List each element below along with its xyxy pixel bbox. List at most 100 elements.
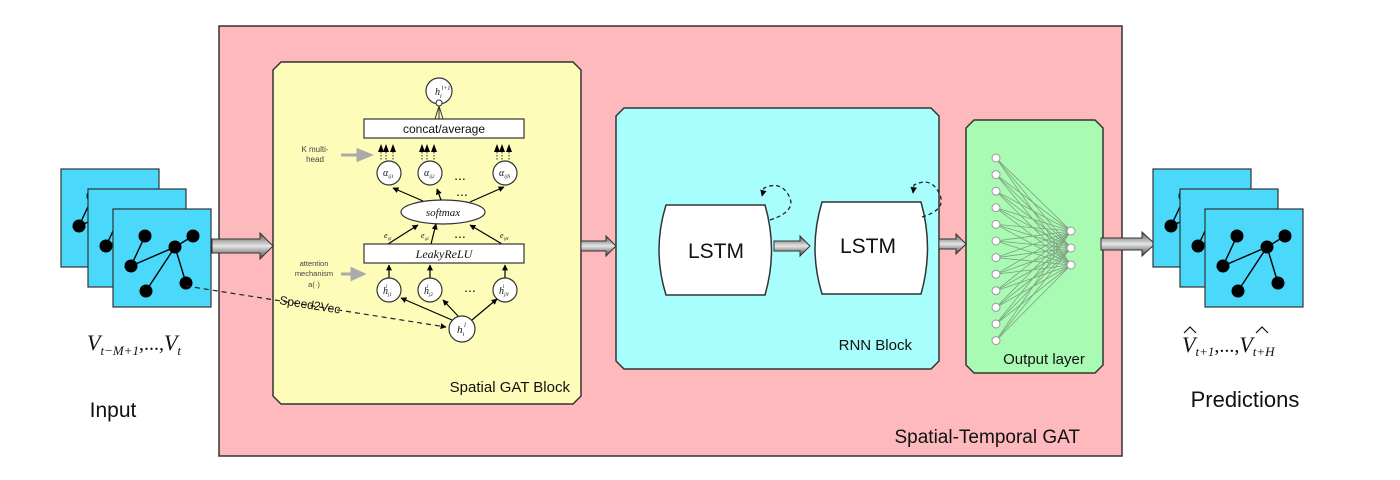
nn-connection: [995, 230, 1072, 292]
attention-label-line1: attention: [300, 259, 329, 268]
nn-input-neuron: [991, 319, 1001, 329]
input-graph-stack: [60, 168, 212, 308]
svg-text:Vt+1,...,Vt+H: Vt+1,...,Vt+H: [1182, 332, 1275, 359]
softmax-to-alpha-1: [392, 187, 424, 202]
svg-text:hil: hil: [457, 323, 466, 338]
svg-text:hj2l: hj2l: [424, 285, 433, 298]
nn-input-neuron: [991, 336, 1001, 346]
head-arrow-triangle: [390, 144, 396, 152]
output-layer-label: Output layer: [1003, 351, 1085, 368]
attention-label-line3: a(·): [308, 280, 320, 289]
arrow-input-to-gat: [211, 231, 274, 261]
input-graph-frame-3: [112, 208, 212, 308]
svg-text:αij1: αij1: [383, 168, 394, 180]
input-graph-edge: [145, 246, 176, 292]
nn-connection: [995, 230, 1072, 242]
head-arrow-triangle: [383, 144, 389, 152]
edge-en-arrow: [469, 224, 503, 245]
neighbor-ellipsis: ...: [464, 279, 476, 295]
softmax-node: [400, 199, 486, 225]
center-node-h-i: [448, 315, 476, 343]
output-layer-network: [991, 153, 1076, 346]
svg-text:hjNl: hjNl: [499, 285, 509, 298]
svg-text:αij2: αij2: [424, 168, 435, 180]
predictions-formula: Vt+1,...,Vt+H: [1182, 326, 1275, 359]
output-layer-block: [965, 119, 1104, 374]
rnn-block-label: RNN Block: [839, 337, 913, 354]
input-graph-edge: [130, 246, 176, 267]
lstm-2-recurrent-loop: [910, 181, 942, 218]
nn-input-neuron: [991, 269, 1001, 279]
nn-input-neuron: [991, 170, 1001, 180]
neighbor-node-2: hj2l: [417, 264, 443, 303]
head-arrow-triangle: [424, 144, 430, 152]
nn-input-neuron: [991, 236, 1001, 246]
concat-average-label: concat/average: [403, 122, 485, 136]
alpha-ellipsis: ...: [454, 167, 466, 183]
leaky-relu-label: LeakyReLU: [415, 247, 474, 261]
leaky-relu-box: [363, 243, 525, 264]
softmax-to-alpha-2: [436, 188, 442, 201]
nn-connection: [995, 207, 1072, 232]
speed2vec-dashed-link: [185, 285, 447, 330]
softmax-label: softmax: [426, 207, 460, 219]
hat-2: [1255, 326, 1269, 334]
hat-1: [1183, 326, 1197, 334]
prediction-graph-stack: [1152, 168, 1304, 308]
nn-input-neuron: [991, 253, 1001, 263]
arrow-lstm-to-lstm: [773, 234, 811, 258]
prediction-graph-node: [1231, 284, 1245, 298]
nn-input-neuron: [991, 186, 1001, 196]
input-graph-node: [179, 276, 193, 290]
lstm-cell-2: [814, 201, 929, 295]
prediction-frame-rect: [1204, 208, 1304, 308]
center-to-neighbor-n: [471, 298, 498, 321]
nn-input-neuron: [991, 203, 1001, 213]
nn-connection: [995, 230, 1072, 325]
input-graph-node: [99, 239, 113, 253]
neighbor-node-3: hjNl: [492, 264, 518, 303]
head-arrow-triangle: [494, 144, 500, 152]
prediction-graph-node: [1278, 229, 1292, 243]
nn-output-neuron: [1066, 243, 1076, 253]
predictions-title: Predictions: [1191, 387, 1300, 412]
lstm-cell-1: [658, 204, 773, 296]
edge-label-1: eij1: [384, 231, 392, 241]
prediction-graph-node: [1164, 219, 1178, 233]
input-graph-node: [186, 229, 200, 243]
prediction-graph-node: [1230, 229, 1244, 243]
nn-connection: [995, 190, 1072, 232]
head-arrow-triangle: [378, 144, 384, 152]
head-arrow-triangle: [431, 144, 437, 152]
lstm-cell-2-label: LSTM: [840, 235, 896, 258]
spatial-temporal-gat-label: Spatial-Temporal GAT: [895, 427, 1081, 448]
nn-connection: [995, 224, 1072, 232]
nn-connection: [995, 230, 1072, 308]
softmax-out-ellipsis: ...: [456, 183, 468, 199]
prediction-graph-frame-3: [1204, 208, 1304, 308]
nn-connection: [995, 230, 1072, 341]
edge-e2-arrow: [430, 223, 438, 245]
input-frame-rect: [112, 208, 212, 308]
svg-text:hil+1: hil+1: [435, 86, 450, 100]
multihead-label-line2: head: [306, 155, 324, 164]
input-formula: Vt−M+1,...,Vt: [87, 330, 181, 358]
nn-output-neuron: [1066, 260, 1076, 270]
nn-input-neuron: [991, 286, 1001, 296]
nn-connection: [995, 230, 1072, 258]
nn-connection: [995, 264, 1072, 341]
prediction-graph-node: [1191, 239, 1205, 253]
nn-connection: [995, 174, 1072, 232]
edge-label-2: eij2: [421, 231, 429, 241]
lstm-cell-1-label: LSTM: [688, 240, 744, 263]
svg-text:hj1l: hj1l: [383, 285, 392, 298]
input-graph-node: [168, 240, 182, 254]
head-arrow-triangle: [499, 144, 505, 152]
arrow-gat-to-rnn: [580, 234, 617, 258]
prediction-graph-node: [1271, 276, 1285, 290]
neighbor-node-1: hj1l: [376, 264, 402, 303]
alpha-node-1: αij1: [376, 160, 402, 186]
nn-connection: [995, 230, 1072, 275]
input-graph-node: [139, 284, 153, 298]
